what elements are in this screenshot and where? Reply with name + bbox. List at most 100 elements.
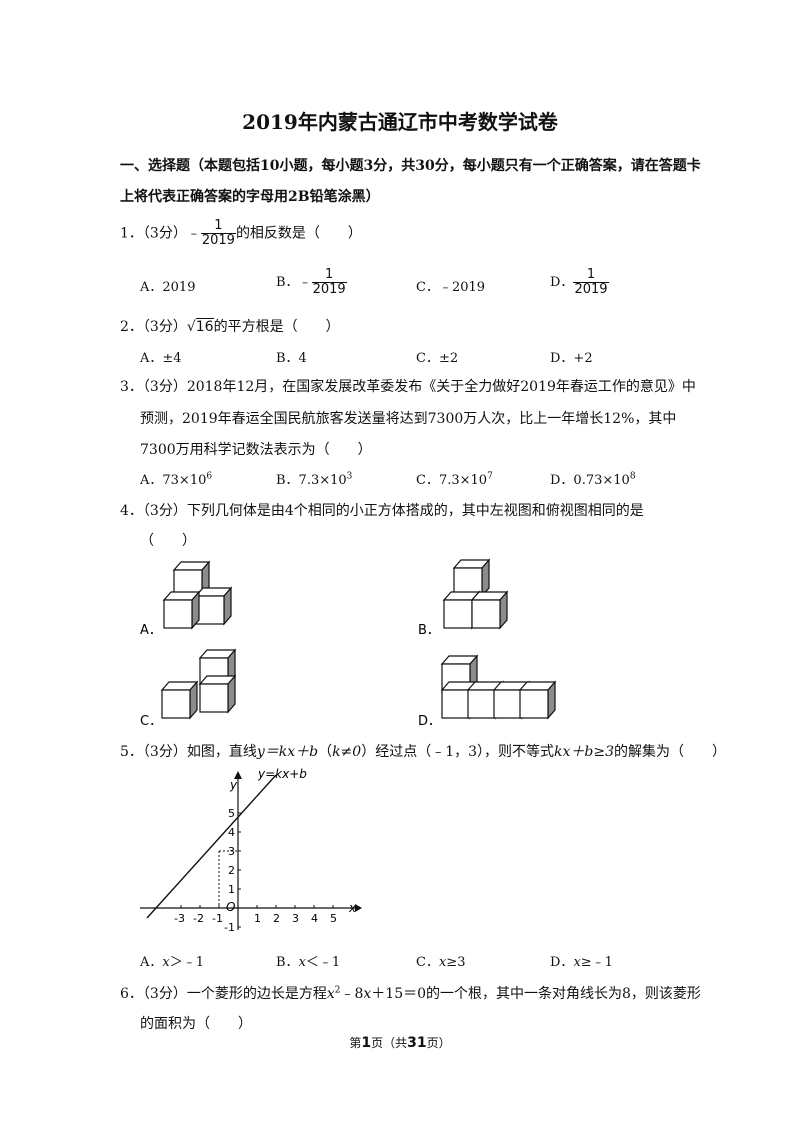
footer-pre: 第 <box>349 1036 362 1050</box>
q3-line3: 7300万用科学记数法表示为（ ） <box>140 442 372 458</box>
q1-numerator: 1 <box>214 218 223 233</box>
q4-option-b: B． <box>418 623 440 638</box>
page-number: 1 <box>361 1035 372 1051</box>
q4-figure-a <box>163 561 232 629</box>
footer-post: 页） <box>426 1036 451 1050</box>
q3-option-d: D．0.73×108 <box>550 469 636 488</box>
x-tick: 5 <box>330 912 337 925</box>
q3-option-b-text: B．7.3×10 <box>276 473 347 488</box>
q6-exponent: 2 <box>334 985 341 996</box>
q5-option-a: A．x＞﹣1 <box>140 951 204 970</box>
q4-option-d: D． <box>418 714 441 729</box>
x-tick: 1 <box>254 912 261 925</box>
y-axis-arrow-icon <box>234 771 242 779</box>
q5-inequality: kx＋b≥3 <box>554 744 615 760</box>
line-label: y=kx+b <box>257 767 307 781</box>
q5-option-d-var: x <box>573 955 581 970</box>
q5-option-a-rest: ＞﹣1 <box>169 955 205 970</box>
q1-option-d-numerator: 1 <box>586 267 596 282</box>
q2-option-d: D．+2 <box>550 351 593 366</box>
x-tick: 3 <box>292 912 299 925</box>
q5-graph: y=kx+b y x O -3 -2 -1 1 2 3 4 5 5 4 3 2 … <box>140 767 362 934</box>
q6-var: x <box>326 986 335 1002</box>
q2-option-a: A．±4 <box>140 351 182 366</box>
y-tick: 1 <box>228 883 235 896</box>
q5-option-b: B．x＜﹣1 <box>276 951 340 970</box>
x-tick: 4 <box>311 912 318 925</box>
x-axis-label: x <box>348 901 357 915</box>
q4-option-a: A． <box>140 623 162 638</box>
section-header-line2: 上将代表正确答案的字母用2B铅笔涂黑） <box>120 189 380 205</box>
q2-score: （3分） <box>142 319 187 335</box>
question-2: 2．（3分）√16的平方根是（ ） <box>120 316 340 336</box>
q6-line2: 的面积为（ ） <box>140 1016 252 1032</box>
sqrt-sign-icon: √ <box>186 319 196 335</box>
q3-line1: 3．（3分）2018年12月，在国家发展改革委发布《关于全力做好2019年春运工… <box>120 379 696 395</box>
q3-option-b-exponent: 3 <box>346 471 353 482</box>
q5-option-a-label: A． <box>140 955 163 970</box>
footer-mid: 页（共 <box>371 1036 408 1050</box>
q4-line2: （ ） <box>140 533 196 549</box>
q5-option-c-var: x <box>438 955 447 970</box>
q6-line1: 6．（3分）一个菱形的边长是方程x2﹣8x＋15＝0的一个根，其中一条对角线长为… <box>120 983 701 1003</box>
q6-text-3: ＋15＝0的一个根，其中一条对角线长为8，则该菱形 <box>371 986 701 1002</box>
q4-figure-c <box>161 649 236 719</box>
x-tick: -1 <box>212 912 223 925</box>
y-tick: 2 <box>228 864 235 877</box>
q1-option-a: A．2019 <box>140 280 196 295</box>
q4-line1: 4．（3分）下列几何体是由4个相同的小正方体搭成的，其中左视图和俯视图相同的是 <box>120 503 644 519</box>
q4-option-c: C． <box>140 714 162 729</box>
q3-option-d-text: D．0.73×10 <box>550 473 630 488</box>
q5-option-d: D．x≥﹣1 <box>550 951 613 970</box>
q3-option-a: A．73×106 <box>140 469 212 488</box>
q5-text-4: 的解集为（ ） <box>614 744 727 760</box>
q5-option-b-var: x <box>298 955 306 970</box>
q3-option-a-exponent: 6 <box>206 471 213 482</box>
q1-option-b-numerator: 1 <box>324 267 334 282</box>
q3-option-c-exponent: 7 <box>487 471 493 482</box>
q1-text: 的相反数是（ ） <box>235 225 362 242</box>
q1-option-b-minus: ﹣ <box>298 275 312 290</box>
page-title: 2019年内蒙古通辽市中考数学试卷 <box>242 110 558 134</box>
q5-equation: y＝kx＋b <box>256 744 319 760</box>
y-axis-label: y <box>229 778 238 792</box>
q2-option-b: B．4 <box>276 351 307 366</box>
q5-option-c: C．x≥3 <box>416 951 465 970</box>
y-tick: 4 <box>228 826 235 839</box>
q4-figure-b <box>443 559 508 629</box>
q5-option-d-rest: ≥﹣1 <box>580 955 613 970</box>
q2-option-c: C．±2 <box>416 351 459 366</box>
q1-option-c: C．﹣2019 <box>416 280 486 295</box>
q1-denominator: 2019 <box>200 233 236 248</box>
q5-option-c-label: C． <box>416 955 439 970</box>
q4-figure-d <box>441 655 556 719</box>
q6-text-2: ﹣8 <box>340 986 364 1002</box>
q5-option-b-label: B． <box>276 955 299 970</box>
q1-option-d-label: D． <box>550 275 574 290</box>
x-tick: -3 <box>174 912 185 925</box>
q2-number: 2． <box>120 319 143 335</box>
q3-option-d-exponent: 8 <box>629 471 636 482</box>
q6-text-1: 6．（3分）一个菱形的边长是方程 <box>120 986 327 1002</box>
y-tick: -1 <box>224 921 235 934</box>
q1-option-b-denominator: 2019 <box>311 282 347 297</box>
q5-text-1: 5．（3分）如图，直线 <box>120 744 257 760</box>
q2-radicand: 16 <box>195 318 214 335</box>
q6-var-2: x <box>363 986 372 1002</box>
section-header-line1: 一、选择题（本题包括10小题，每小题3分，共30分，每小题只有一个正确答案，请在… <box>120 158 701 174</box>
q5-option-d-label: D． <box>550 955 574 970</box>
q3-option-b: B．7.3×103 <box>276 469 352 488</box>
q4-figures: A． B． C． D． <box>140 559 556 729</box>
q1-score: （3分） <box>142 225 187 242</box>
q3-option-c: C．7.3×107 <box>416 469 493 488</box>
line-y-kx-b <box>146 774 277 919</box>
q3-option-c-text: C．7.3×10 <box>416 473 488 488</box>
q1-option-b-label: B． <box>276 275 299 290</box>
x-tick: 2 <box>273 912 280 925</box>
y-tick: 3 <box>228 845 235 858</box>
